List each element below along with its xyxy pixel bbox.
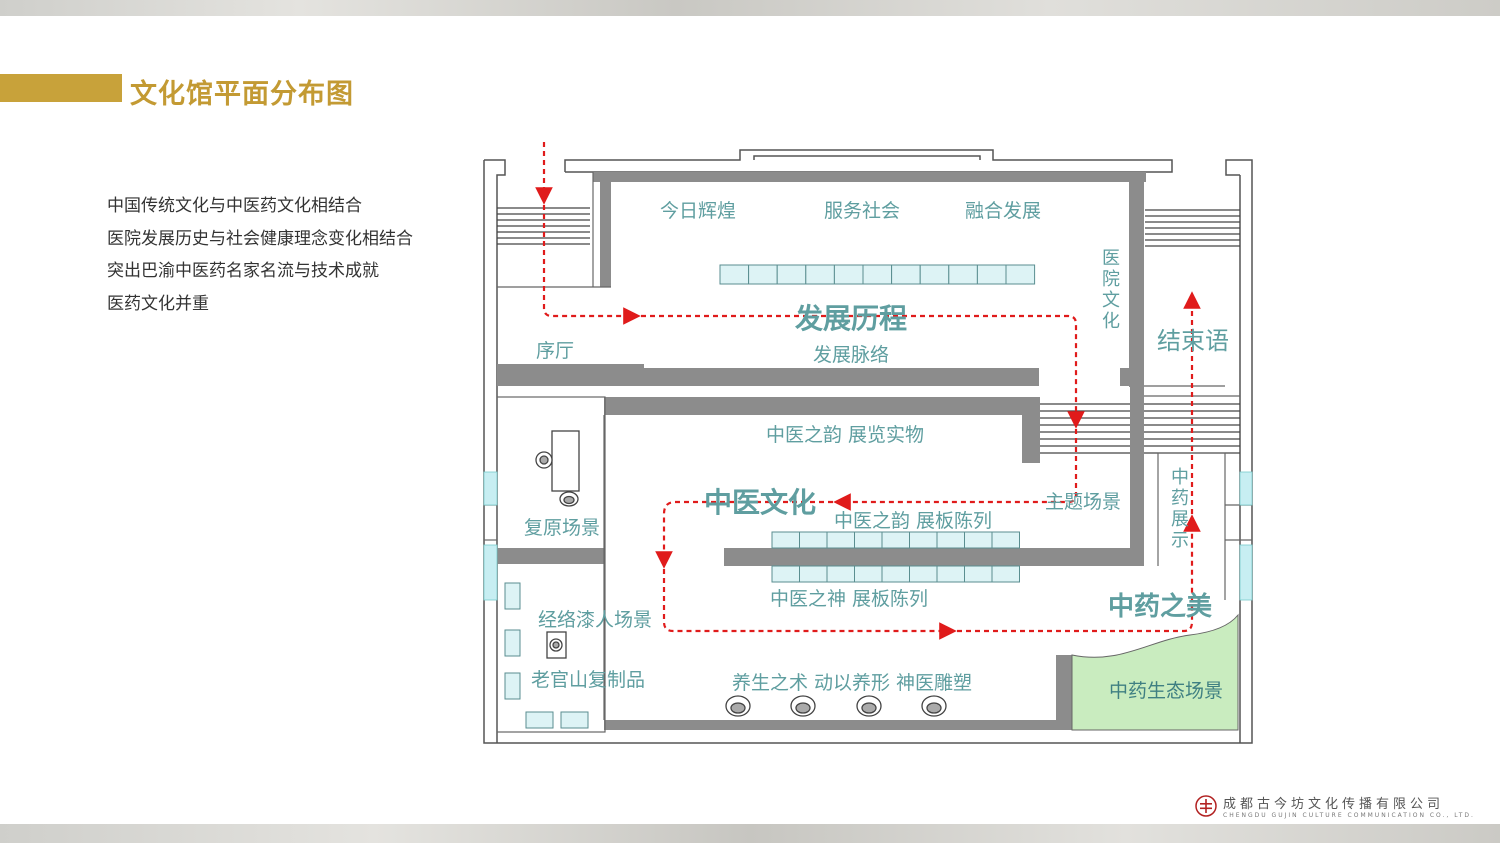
- label-herb-display-1: 中: [1171, 467, 1189, 488]
- label-herb-display-2: 药: [1171, 488, 1189, 509]
- display-cases-left: [504, 582, 589, 729]
- label-hospital-culture-1: 医: [1102, 248, 1120, 269]
- label-ending: 结束语: [1157, 327, 1229, 355]
- interior-walls: [497, 172, 1146, 730]
- label-hospital-culture-4: 化: [1102, 311, 1120, 332]
- label-lobby: 序厅: [536, 340, 574, 362]
- restored-scene-furniture: [535, 430, 580, 507]
- description-line: 突出巴渝中医药名家名流与技术成就: [107, 261, 379, 281]
- label-spirit-boards: 中医之神 展板陈列: [770, 588, 928, 610]
- label-herb-beauty: 中药之美: [1108, 591, 1212, 622]
- display-cases-middle-upper: [771, 531, 1020, 549]
- sculpture-pedestals: [725, 695, 947, 717]
- label-hospital-culture-3: 文: [1102, 290, 1120, 311]
- description-line: 医药文化并重: [107, 293, 209, 314]
- company-english-name: CHENGDU GUJIN CULTURE COMMUNICATION CO.,…: [1223, 812, 1475, 819]
- title-accent-bar: [0, 74, 122, 102]
- top-texture-band: [0, 0, 1500, 16]
- windows: [483, 471, 1253, 601]
- staircase-right-top: [1145, 209, 1240, 247]
- display-cases-middle-lower: [771, 565, 1020, 583]
- label-service: 服务社会: [824, 200, 900, 222]
- display-cases-top: [719, 264, 1036, 285]
- label-restore-scene: 复原场景: [524, 517, 600, 539]
- description-list: 中国传统文化与中医药文化相结合 医院发展历史与社会健康理念变化相结合 突出巴渝中…: [107, 190, 413, 320]
- label-charm-boards: 中医之韵 展板陈列: [834, 510, 992, 532]
- label-today: 今日辉煌: [660, 200, 736, 222]
- label-herb-display-4: 示: [1171, 530, 1189, 551]
- label-replica: 老官山复制品: [531, 669, 645, 691]
- label-fusion: 融合发展: [965, 200, 1041, 222]
- label-context: 发展脉络: [813, 344, 889, 366]
- label-meridian-scene: 经络漆人场景: [538, 609, 652, 631]
- company-name: 成都古今坊文化传播有限公司: [1223, 797, 1445, 812]
- herb-eco-zone: [1071, 613, 1239, 731]
- label-tcm-culture: 中医文化: [704, 486, 816, 519]
- meridian-figure: [546, 631, 567, 659]
- label-hospital-culture-2: 院: [1102, 269, 1120, 290]
- page-title: 文化馆平面分布图: [130, 79, 354, 110]
- label-charm-objects: 中医之韵 展览实物: [766, 424, 924, 446]
- label-herb-eco: 中药生态场景: [1109, 680, 1223, 702]
- company-logo-icon: [1195, 795, 1217, 817]
- label-herb-display-3: 展: [1171, 509, 1189, 530]
- label-health-sculpture: 养生之术 动以养形 神医雕塑: [732, 672, 972, 694]
- label-development: 发展历程: [794, 302, 907, 335]
- description-line: 中国传统文化与中医药文化相结合: [107, 196, 362, 216]
- visit-route: [535, 142, 1201, 640]
- bottom-texture-band: [0, 824, 1500, 843]
- label-theme-scene: 主题场景: [1045, 491, 1121, 513]
- description-line: 医院发展历史与社会健康理念变化相结合: [107, 228, 413, 249]
